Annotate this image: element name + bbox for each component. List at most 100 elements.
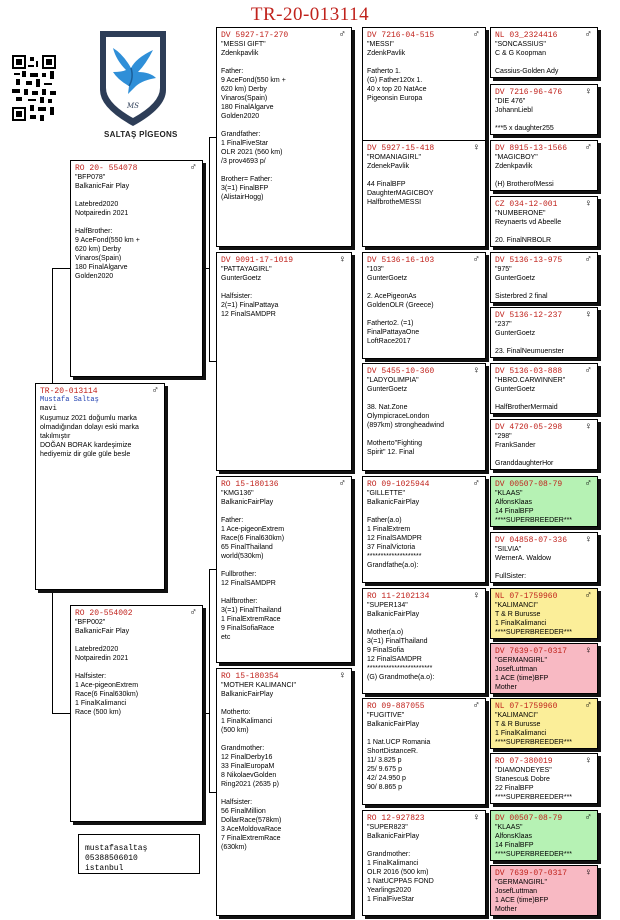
female-icon: ♀ — [584, 421, 593, 432]
gen4-card[interactable]: DV 5136-13-975♂"975" GunterGoetz Sisterb… — [490, 252, 598, 303]
subject-owner: Mustafa Saltaş — [40, 396, 99, 404]
female-icon: ♀ — [584, 198, 593, 209]
gen4-card[interactable]: DV 7639-07-0317 ♀ "GERMANGIRL" JosefLuttma… — [490, 865, 598, 916]
pigeon-details: "GILLETTE" BalkanicFairPlay Father(a.o) … — [367, 490, 422, 569]
male-icon: ♂ — [584, 700, 593, 711]
gen3-card[interactable]: RO 09-1025944 ♂ "GILLETTE" BalkanicFairPla… — [362, 476, 486, 583]
female-icon: ♀ — [584, 534, 593, 545]
connector-line — [209, 361, 216, 362]
pigeon-details: "KMG136" BalkanicFairPlay Father: 1 Ace-… — [221, 490, 285, 641]
subject-card[interactable]: TR-20-013114 ♂ Mustafa Saltaş mavi Kuşum… — [35, 383, 165, 590]
male-icon: ♂ — [472, 478, 481, 489]
ring-number: RO 07-380019 — [495, 757, 553, 766]
female-icon: ♀ — [584, 867, 593, 878]
ring-number: DV 7639-07-0317 — [495, 869, 568, 878]
ring-number: DV 04858-07-336 — [495, 536, 568, 545]
ring-number: RO 15-180136 — [221, 480, 279, 489]
female-icon: ♀ — [472, 812, 481, 823]
gen4-card[interactable]: CZ 034-12-001♀"NUMBERONE" Reynaerts vd A… — [490, 196, 598, 247]
ring-number: DV 5136-03-888 — [495, 367, 563, 376]
ring-number: DV 5455-10-360 — [367, 367, 435, 376]
ring-number: DV 5927-17-270 — [221, 31, 289, 40]
gen4-card[interactable]: DV 7639-07-0317♀"GERMANGIRL" JosefLuttma… — [490, 643, 598, 694]
pigeon-details: "GERMANGIRL" JosefLuttman 1 ACE (time)BF… — [495, 657, 549, 691]
subject-color: mavi — [40, 405, 57, 413]
ring-number: DV 9091-17-1019 — [221, 256, 294, 265]
female-icon: ♀ — [338, 670, 347, 681]
pigeon-details: "GERMANGIRL" JosefLuttman 1 ACE (time)BF… — [495, 879, 549, 913]
pigeon-details: "SUPER823" BalkanicFairPlay Grandmother:… — [367, 824, 434, 903]
qr-code-icon — [12, 55, 56, 121]
pigeon-details: "SONCASSIUS" C & G Koopman Cassius-Golde… — [495, 41, 559, 75]
ring-number: DV 5136-12-237 — [495, 311, 563, 320]
gen4-card[interactable]: NL 07-1759960♂"KALIMANCI" T & R Burusse … — [490, 588, 598, 639]
gen3-card[interactable]: RO 09-887055♂"FUGITIVE" BalkanicFairPlay… — [362, 698, 486, 805]
ring-number: CZ 034-12-001 — [495, 200, 558, 209]
gen1-card[interactable]: RO 20-554002♂"BFP002" BalkanicFair Play … — [70, 605, 203, 822]
gen4-card[interactable]: DV 5136-03-888♂"HBRO.CARWINNER" GunterGo… — [490, 363, 598, 414]
gen2-card[interactable]: DV 5927-17-270 ♂ "MESSI GIFT" Zdenkpavlik … — [216, 27, 352, 247]
pigeon-details: "MESSI" ZdenkPavlik Fatherto 1. (G) Fath… — [367, 41, 427, 102]
brand-name: SALTAŞ PİGEONS — [104, 130, 178, 139]
connector-line — [52, 713, 70, 714]
pigeon-details: "FUGITIVE" BalkanicFairPlay 1 Nat.UCP Ro… — [367, 712, 431, 791]
gen3-card[interactable]: RO 12-927823♀"SUPER823" BalkanicFairPlay… — [362, 810, 486, 916]
male-icon: ♂ — [584, 254, 593, 265]
gen4-card[interactable]: NL 07-1759960♂"KALIMANCI" T & R Burusse … — [490, 698, 598, 749]
pigeon-details: "BFP002" BalkanicFair Play Latebred2020 … — [75, 619, 139, 716]
gen4-card[interactable]: DV 4720-05-298♀"298" FrankSander Grandda… — [490, 419, 598, 470]
pigeon-details: "DIAMONDEYES" Stanescu& Dobre 22 FinalBF… — [495, 767, 573, 801]
pigeon-details: "KALIMANCI" T & R Burusse 1 FinalKaliman… — [495, 712, 573, 746]
gen1-card[interactable]: RO 20- 554078♂"BFP078" BalkanicFair Play… — [70, 160, 203, 377]
gen3-card[interactable]: DV 5927-15-418♀"ROMANIAGIRL" ZdenekPavli… — [362, 140, 486, 247]
connector-line — [209, 569, 210, 792]
male-icon: ♂ — [338, 478, 347, 489]
pigeon-details: "MOTHER KALIMANCI" BalkanicFairPlay Moth… — [221, 682, 296, 851]
contact-text: mustafasaltaş 05388506010 istanbul — [85, 844, 148, 873]
shield-logo-icon: MS — [100, 31, 166, 126]
svg-text:MS: MS — [126, 102, 139, 110]
gen2-card[interactable]: RO 15-180136 ♂ "KMG136" BalkanicFairPlay F… — [216, 476, 352, 663]
subject-ring: TR-20-013114 — [40, 387, 98, 396]
gen3-card[interactable]: DV 5455-10-360♀"LADYOLIMPIA" GunterGoetz… — [362, 363, 486, 471]
pigeon-details: "103" GunterGoetz 2. AcePigeonAs GoldenO… — [367, 266, 434, 345]
gen2-card[interactable]: DV 9091-17-1019♀"PATTAYAGIRL" GunterGoet… — [216, 252, 352, 471]
pigeon-details: "KALIMANCI" T & R Burusse 1 FinalKaliman… — [495, 602, 573, 636]
pigeon-details: "BFP078" BalkanicFair Play Latebred2020 … — [75, 174, 140, 280]
gen3-card[interactable]: DV 7216-04-515♂"MESSI" ZdenkPavlik Fathe… — [362, 27, 486, 142]
connector-line — [209, 569, 216, 570]
ring-number: RO 09-887055 — [367, 702, 425, 711]
ring-number: DV 00507-08-79 — [495, 814, 563, 823]
contact-box: mustafasaltaş 05388506010 istanbul — [78, 834, 200, 874]
pigeon-details: "KLAAS" AlfonsKlaas 14 FinalBFP ****SUPE… — [495, 490, 573, 524]
female-icon: ♀ — [584, 309, 593, 320]
gen4-card[interactable]: DV 8915-13-1566♂"MAGICBOY" Zdenkpavlik (… — [490, 140, 598, 191]
gen4-card[interactable]: DV 04858-07-336♀"SILVIA" WernerA. Waldow… — [490, 532, 598, 583]
gen4-card[interactable]: RO 07-380019♀"DIAMONDEYES" Stanescu& Dob… — [490, 753, 598, 804]
ring-number: RO 09-1025944 — [367, 480, 430, 489]
pigeon-details: "MESSI GIFT" Zdenkpavlik Father: 9 AceFo… — [221, 41, 286, 201]
male-icon: ♂ — [151, 385, 160, 396]
gen3-card[interactable]: RO 11-2102134♀"SUPER134" BalkanicFairPla… — [362, 588, 486, 694]
ring-number: DV 5927-15-418 — [367, 144, 435, 153]
male-icon: ♂ — [338, 29, 347, 40]
gen4-card[interactable]: NL 03_2324416 ♂ "SONCASSIUS" C & G Koopman… — [490, 27, 598, 78]
female-icon: ♀ — [584, 645, 593, 656]
ring-number: RO 20-554002 — [75, 609, 133, 618]
pigeon-details: "975" GunterGoetz Sisterbred 2 final — [495, 266, 548, 300]
gen4-card[interactable]: DV 7216-96-476♀"DIE 476" JohannLiebl ***… — [490, 84, 598, 135]
male-icon: ♂ — [584, 478, 593, 489]
gen4-card[interactable]: DV 00507-08-79♂"KLAAS" AlfonsKlaas 14 Fi… — [490, 810, 598, 861]
male-icon: ♂ — [584, 142, 593, 153]
gen4-card[interactable]: DV 00507-08-79♂"KLAAS" AlfonsKlaas 14 Fi… — [490, 476, 598, 527]
male-icon: ♂ — [584, 29, 593, 40]
pigeon-details: "237" GunterGoetz 23. FinalNeumuenster — [495, 321, 564, 355]
pigeon-details: "SUPER134" BalkanicFairPlay Mother(a.o) … — [367, 602, 435, 681]
gen3-card[interactable]: DV 5136-16-103♂"103" GunterGoetz 2. AceP… — [362, 252, 486, 359]
ring-number: DV 7216-04-515 — [367, 31, 435, 40]
gen4-card[interactable]: DV 5136-12-237 ♀ "237" GunterGoetz 23. Fin… — [490, 307, 598, 358]
connector-line — [203, 713, 209, 714]
gen2-card[interactable]: RO 15-180354♀"MOTHER KALIMANCI" Balkanic… — [216, 668, 352, 916]
male-icon: ♂ — [472, 254, 481, 265]
ring-number: NL 03_2324416 — [495, 31, 558, 40]
